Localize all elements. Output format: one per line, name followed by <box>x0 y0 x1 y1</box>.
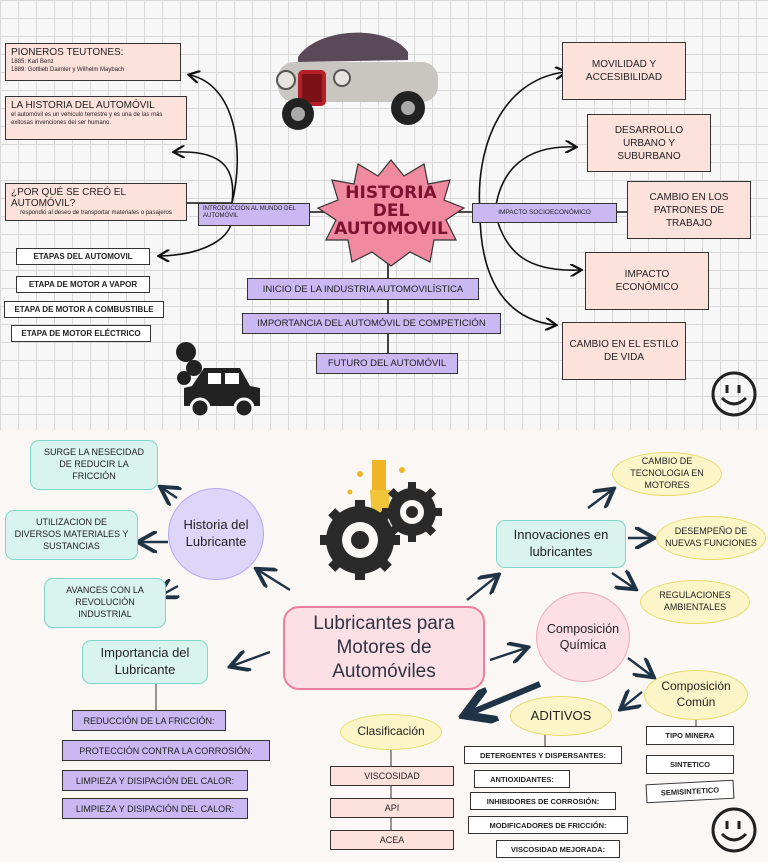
composicion-quimica-node: Composición Química <box>536 592 630 682</box>
composicion-item: TIPO MINERA <box>646 726 734 745</box>
aditivo-item: MODIFICADORES DE FRICCIÓN: <box>468 816 628 834</box>
smoking-car-icon <box>176 342 260 419</box>
clasificacion-item: API <box>330 798 454 818</box>
note-pioneros: PIONEROS TEUTONES: 1885: Karl Benz 1889:… <box>5 43 181 81</box>
branch-impacto: IMPACTO SOCIOECONÓMICO <box>472 203 617 223</box>
center-item: FUTURO DEL AUTOMÓVIL <box>316 353 458 374</box>
importancia-item: LIMPIEZA Y DISIPACIÓN DEL CALOR: <box>62 770 248 791</box>
impact-item: DESARROLLO URBANO Y SUBURBANO <box>587 114 711 172</box>
aditivo-item: INHIBIDORES DE CORROSIÓN: <box>470 792 616 810</box>
innovaciones-item: DESEMPEÑO DE NUEVAS FUNCIONES <box>656 516 766 560</box>
impact-item: IMPACTO ECONÓMICO <box>585 252 709 310</box>
note-historia: LA HISTORIA DEL AUTOMÓVIL el automóvil e… <box>5 96 187 140</box>
historia-item: UTILIZACION DE DIVERSOS MATERIALES Y SUS… <box>5 510 138 560</box>
composicion-comun-node: Composición Común <box>644 670 748 720</box>
stage-item: ETAPA DE MOTOR A VAPOR <box>16 276 150 293</box>
clasificacion-node: Clasificación <box>340 714 442 750</box>
aditivos-node: ADITIVOS <box>510 696 612 736</box>
aditivo-item: ANTIOXIDANTES: <box>474 770 570 788</box>
innovaciones-node: Innovaciones en lubricantes <box>496 520 626 568</box>
center-item: INICIO DE LA INDUSTRIA AUTOMOVILÍSTICA <box>247 278 479 300</box>
importancia-item: REDUCCIÓN DE LA FRICCIÓN: <box>72 710 226 731</box>
importancia-node: Importancia del Lubricante <box>82 640 208 684</box>
clasificacion-item: VISCOSIDAD <box>330 766 454 786</box>
stage-item: ETAPA DE MOTOR A COMBUSTIBLE <box>4 301 164 318</box>
aditivo-item: DETERGENTES Y DISPERSANTES: <box>464 746 622 764</box>
historia-item: SURGE LA NESECIDAD DE REDUCIR LA FRICCIÓ… <box>30 440 158 490</box>
historia-node: Historia del Lubricante <box>168 488 264 580</box>
composicion-item: SINTETICO <box>646 755 734 774</box>
branch-introduccion: INTRODUCCIÓN AL MUNDO DEL AUTOMÓVIL <box>198 203 310 226</box>
vintage-car-icon <box>276 32 438 130</box>
lubricantes-center: Lubricantes para Motores de Automóviles <box>283 606 485 690</box>
historia-automovil-map: PIONEROS TEUTONES: 1885: Karl Benz 1889:… <box>0 0 768 430</box>
gears-icon <box>320 460 442 580</box>
main-title: HISTORIA DEL AUTOMOVIL <box>334 183 448 239</box>
stage-item: ETAPAS DEL AUTOMOVIL <box>16 248 150 265</box>
clasificacion-item: ACEA <box>330 830 454 850</box>
aditivo-item: VISCOSIDAD MEJORADA: <box>496 840 620 858</box>
note-por-que: ¿POR QUÉ SE CREÓ EL AUTOMÓVIL? respondió… <box>5 183 187 221</box>
historia-item: AVANCES CON LA REVOLUCIÓN INDUSTRIAL <box>44 578 166 628</box>
impact-item: MOVILIDAD Y ACCESIBILIDAD <box>562 42 686 100</box>
smiley-face-icon <box>711 807 757 853</box>
importancia-item: PROTECCIÓN CONTRA LA CORROSIÓN: <box>62 740 270 761</box>
innovaciones-item: CAMBIO DE TECNOLOGIA EN MOTORES <box>612 452 722 496</box>
lubricantes-map: Lubricantes para Motores de Automóviles … <box>0 430 768 862</box>
stage-item: ETAPA DE MOTOR ELÉCTRICO <box>11 325 151 342</box>
bottom-connectors <box>0 430 697 830</box>
center-item: IMPORTANCIA DEL AUTOMÓVIL DE COMPETICIÓN <box>242 313 501 334</box>
importancia-item: LIMPIEZA Y DISIPACIÓN DEL CALOR: <box>62 798 248 819</box>
innovaciones-item: REGULACIONES AMBIENTALES <box>640 580 750 624</box>
title-star-shape <box>316 159 466 267</box>
impact-item: CAMBIO EN EL ESTILO DE VIDA <box>562 322 686 380</box>
impact-item: CAMBIO EN LOS PATRONES DE TRABAJO <box>627 181 751 239</box>
smiley-face-icon <box>711 371 757 417</box>
